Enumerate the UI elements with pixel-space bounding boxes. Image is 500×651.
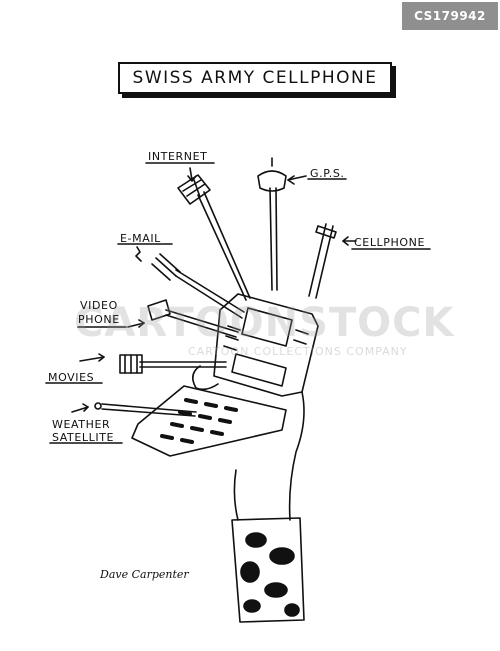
weather-arrow-head bbox=[82, 403, 89, 412]
label-email: E-MAIL bbox=[120, 232, 161, 245]
phone-flip bbox=[131, 385, 287, 457]
thumb bbox=[192, 365, 219, 391]
movies-arrow bbox=[79, 356, 105, 362]
label-video: VIDEO bbox=[80, 299, 118, 312]
label-weather: WEATHER bbox=[52, 418, 111, 431]
hand-left bbox=[233, 469, 239, 521]
video-arrow bbox=[127, 322, 145, 328]
movies-arrow-head bbox=[98, 353, 105, 362]
phone-keypad-top bbox=[231, 353, 287, 387]
label-movies: MOVIES bbox=[48, 371, 95, 384]
weather-tip bbox=[94, 402, 102, 410]
email-arrow bbox=[135, 246, 142, 262]
hand-right bbox=[288, 391, 305, 521]
internet-rod bbox=[197, 194, 247, 301]
label-gps: G.P.S. bbox=[310, 167, 345, 180]
phone-body bbox=[213, 293, 319, 397]
internet-arrow bbox=[189, 167, 193, 181]
sleeve bbox=[231, 517, 305, 623]
phone-screen bbox=[241, 307, 293, 347]
video-arrow-head bbox=[138, 319, 145, 328]
internet-tip bbox=[177, 174, 211, 205]
email-fork bbox=[151, 253, 181, 281]
weather-arrow bbox=[71, 406, 89, 413]
antenna-cap bbox=[315, 225, 337, 239]
video-tip bbox=[147, 299, 171, 321]
artist-signature: Dave Carpenter bbox=[100, 568, 189, 581]
label-satellite: SATELLITE bbox=[52, 431, 115, 444]
gps-arrow-head bbox=[287, 175, 295, 185]
watermark: CARTOONSTOCK bbox=[74, 300, 455, 346]
gps-arrow bbox=[287, 175, 307, 181]
stock-id-badge: CS179942 bbox=[402, 2, 498, 30]
watermark-subtitle: CARTOON COLLECTIONS COMPANY bbox=[188, 345, 408, 358]
gps-rod bbox=[269, 187, 273, 291]
label-phone: PHONE bbox=[78, 313, 120, 326]
cellphone-arrow-head bbox=[342, 236, 349, 246]
label-cellphone: CELLPHONE bbox=[354, 236, 426, 249]
label-internet: INTERNET bbox=[148, 150, 208, 163]
email-rod bbox=[175, 269, 245, 313]
gps-dish bbox=[257, 170, 287, 192]
movies-reel bbox=[119, 354, 143, 374]
video-rod bbox=[165, 309, 239, 333]
cellphone-antenna bbox=[308, 223, 327, 297]
cartoon-title: SWISS ARMY CELLPHONE bbox=[118, 62, 392, 94]
